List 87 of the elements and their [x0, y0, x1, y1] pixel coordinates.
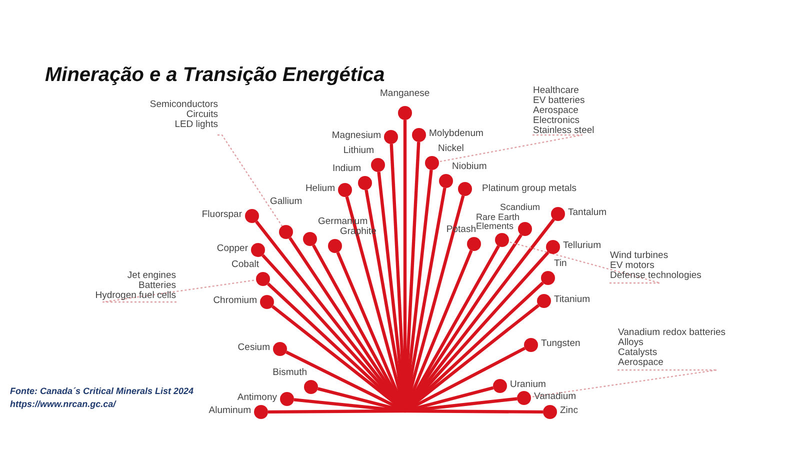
application-item: Alloys — [618, 338, 644, 348]
mineral-dot — [371, 158, 385, 172]
application-item: Vanadium redox batteries — [618, 328, 727, 338]
mineral-dot — [256, 272, 270, 286]
mineral-name: Tellurium — [563, 241, 602, 251]
mineral-name: Aluminum — [208, 406, 251, 416]
mineral-dot — [328, 239, 342, 253]
mineral-dot — [551, 207, 565, 221]
mineral-name: Tin — [554, 259, 567, 269]
mineral-name: Uranium — [510, 380, 546, 390]
mineral-name: Molybdenum — [429, 129, 484, 139]
mineral-dot — [260, 295, 274, 309]
mineral-name: Tantalum — [568, 208, 607, 218]
source-note: Fonte: Canada´s Critical Minerals List 2024 — [10, 386, 194, 396]
mineral-name: Cesium — [238, 343, 270, 353]
mineral-name: Chromium — [213, 296, 257, 306]
mineral-name: Titanium — [554, 295, 590, 305]
mineral-dot — [279, 225, 293, 239]
mineral-name: Magnesium — [332, 131, 381, 141]
application-item: Healthcare — [533, 86, 580, 96]
application-item: EV batteries — [533, 96, 586, 106]
mineral-dot — [518, 222, 532, 236]
application-item: Stainless steel — [533, 126, 596, 136]
mineral-dot — [254, 405, 268, 419]
source-url: https://www.nrcan.gc.ca/ — [10, 399, 116, 409]
mineral-dot — [338, 183, 352, 197]
mineral-dot — [398, 106, 412, 120]
application-item: Aerospace — [618, 358, 664, 368]
application-item: Defense technologies — [610, 270, 702, 281]
mineral-name: Niobium — [452, 162, 487, 172]
mineral-name: Platinum group metals — [482, 184, 577, 194]
mineral-name: Cobalt — [232, 260, 259, 270]
mineral-dot — [384, 130, 398, 144]
mineral-name: Bismuth — [272, 368, 307, 378]
application-item: Jet engines — [126, 271, 176, 281]
mineral-dot — [458, 182, 472, 196]
application-item: EV motors — [610, 260, 656, 271]
leader-line — [217, 134, 283, 227]
stem-line — [404, 409, 544, 414]
mineral-dot — [412, 128, 426, 142]
mineral-dot — [546, 240, 560, 254]
mineral-dot — [495, 233, 509, 247]
mineral-dot — [524, 338, 538, 352]
mineral-dot — [541, 271, 555, 285]
application-item: Aerospace — [533, 106, 580, 116]
mineral-dot — [425, 156, 439, 170]
mineral-name: Helium — [305, 184, 335, 194]
application-item: Hydrogen fuel cells — [94, 290, 176, 301]
mineral-name: Rare Earth Elements — [476, 213, 521, 231]
mineral-name: Vanadium — [534, 392, 576, 402]
application-item: Semiconductors — [148, 100, 218, 110]
mineral-dot — [467, 237, 481, 251]
stem-line — [268, 409, 406, 414]
mineral-name: Fluorspar — [202, 210, 242, 220]
title: Mineração e a Transição Energética — [45, 64, 385, 87]
mineral-name: Scandium — [500, 203, 540, 212]
mineral-dot — [517, 391, 531, 405]
mineral-name: Indium — [332, 164, 361, 174]
mineral-dot — [439, 174, 453, 188]
application-item: Catalysts — [618, 348, 658, 358]
mineral-name: Copper — [216, 244, 248, 254]
mineral-name: Lithium — [343, 146, 374, 156]
mineral-name: Manganese — [380, 89, 430, 99]
application-item: Circuits — [185, 110, 218, 120]
leader-line — [438, 134, 583, 162]
application-item: Wind turbines — [610, 251, 670, 261]
application-item: Batteries — [138, 280, 176, 291]
mineral-dot — [280, 392, 294, 406]
mineral-name: Nickel — [438, 144, 464, 154]
mineral-name: Tungsten — [541, 339, 580, 349]
mineral-dot — [543, 405, 557, 419]
mineral-dot — [304, 380, 318, 394]
leader-line — [530, 369, 718, 398]
application-item: LED lights — [174, 120, 218, 130]
mineral-dot — [251, 243, 265, 257]
application-item: Electronics — [533, 116, 580, 126]
mineral-dot — [303, 232, 317, 246]
mineral-dot — [537, 294, 551, 308]
leader-line — [508, 241, 661, 284]
mineral-name: Gallium — [270, 197, 302, 207]
mineral-name: Zinc — [560, 406, 578, 416]
mineral-name: Antimony — [237, 393, 277, 403]
mineral-dot — [245, 209, 259, 223]
mineral-dot — [493, 379, 507, 393]
leader-line — [102, 279, 257, 303]
mineral-dot — [273, 342, 287, 356]
mineral-dot — [358, 176, 372, 190]
